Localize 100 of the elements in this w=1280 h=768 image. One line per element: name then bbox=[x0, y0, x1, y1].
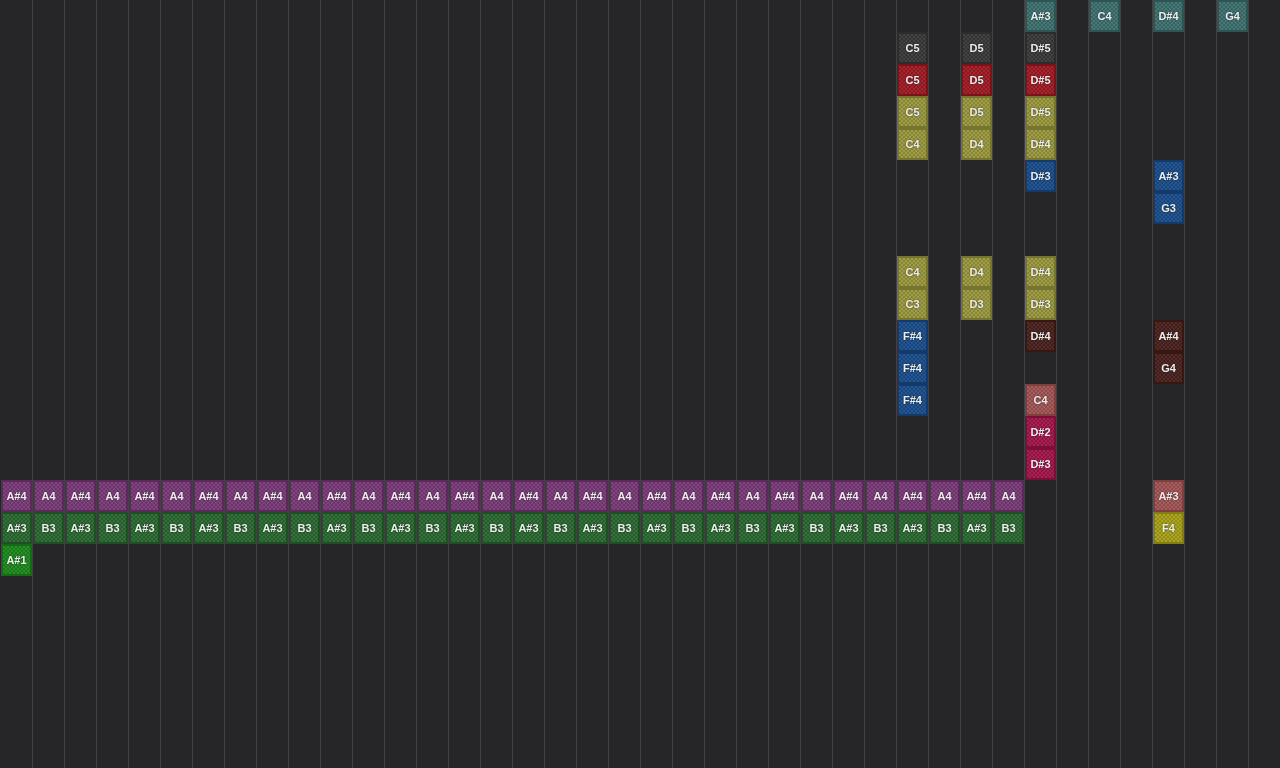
note-block: D#4 bbox=[1025, 256, 1056, 288]
note-block: A#3 bbox=[705, 512, 736, 544]
note-block: B3 bbox=[161, 512, 192, 544]
note-block: B3 bbox=[993, 512, 1024, 544]
note-block: C4 bbox=[1025, 384, 1056, 416]
note-block: A#3 bbox=[129, 512, 160, 544]
note-block: G4 bbox=[1153, 352, 1184, 384]
note-block: A#3 bbox=[577, 512, 608, 544]
note-block: A4 bbox=[673, 480, 704, 512]
note-block: A#4 bbox=[65, 480, 96, 512]
note-block: B3 bbox=[33, 512, 64, 544]
note-block: A#4 bbox=[385, 480, 416, 512]
note-block: C4 bbox=[1089, 0, 1120, 32]
note-block: A#3 bbox=[321, 512, 352, 544]
note-block: A4 bbox=[353, 480, 384, 512]
note-block: G4 bbox=[1217, 0, 1248, 32]
note-block: A4 bbox=[545, 480, 576, 512]
note-block: A#3 bbox=[1, 512, 32, 544]
note-block: A#4 bbox=[961, 480, 992, 512]
note-block: B3 bbox=[481, 512, 512, 544]
note-block: D#2 bbox=[1025, 416, 1056, 448]
note-block: A4 bbox=[225, 480, 256, 512]
note-block: D#5 bbox=[1025, 96, 1056, 128]
note-block: C5 bbox=[897, 96, 928, 128]
note-block: B3 bbox=[737, 512, 768, 544]
note-block: A#3 bbox=[897, 512, 928, 544]
note-block: G3 bbox=[1153, 192, 1184, 224]
note-block: B3 bbox=[417, 512, 448, 544]
note-block: A#4 bbox=[769, 480, 800, 512]
note-block: A#4 bbox=[193, 480, 224, 512]
note-block: D#4 bbox=[1025, 128, 1056, 160]
note-block: A#3 bbox=[449, 512, 480, 544]
note-block: A#4 bbox=[1153, 320, 1184, 352]
note-block: A#3 bbox=[833, 512, 864, 544]
note-block: B3 bbox=[801, 512, 832, 544]
note-block: B3 bbox=[609, 512, 640, 544]
note-block: D5 bbox=[961, 96, 992, 128]
note-block: B3 bbox=[673, 512, 704, 544]
note-block: A#3 bbox=[193, 512, 224, 544]
note-block: A#3 bbox=[513, 512, 544, 544]
note-block: D4 bbox=[961, 128, 992, 160]
note-block: A#3 bbox=[769, 512, 800, 544]
note-block: A#4 bbox=[513, 480, 544, 512]
note-block: D#4 bbox=[1153, 0, 1184, 32]
note-block: B3 bbox=[97, 512, 128, 544]
note-block: A#4 bbox=[257, 480, 288, 512]
note-block: A#3 bbox=[1153, 480, 1184, 512]
note-block: A#3 bbox=[1153, 160, 1184, 192]
note-block: D#5 bbox=[1025, 32, 1056, 64]
note-block: C4 bbox=[897, 128, 928, 160]
note-block: D#5 bbox=[1025, 64, 1056, 96]
note-block: A4 bbox=[929, 480, 960, 512]
note-block: A4 bbox=[993, 480, 1024, 512]
note-block: A#4 bbox=[641, 480, 672, 512]
note-block: F4 bbox=[1153, 512, 1184, 544]
note-block: B3 bbox=[353, 512, 384, 544]
note-block: A#3 bbox=[641, 512, 672, 544]
note-block: C3 bbox=[897, 288, 928, 320]
note-block: A4 bbox=[417, 480, 448, 512]
note-block: A4 bbox=[289, 480, 320, 512]
note-block: A4 bbox=[33, 480, 64, 512]
note-block: A#4 bbox=[129, 480, 160, 512]
note-block: C5 bbox=[897, 32, 928, 64]
note-block: C5 bbox=[897, 64, 928, 96]
note-block: A#3 bbox=[385, 512, 416, 544]
note-block: B3 bbox=[545, 512, 576, 544]
note-block: F#4 bbox=[897, 320, 928, 352]
note-block: D#3 bbox=[1025, 160, 1056, 192]
note-block: A#3 bbox=[65, 512, 96, 544]
note-block: D5 bbox=[961, 64, 992, 96]
note-block: A4 bbox=[609, 480, 640, 512]
note-block: A#4 bbox=[833, 480, 864, 512]
note-block: F#4 bbox=[897, 384, 928, 416]
note-block: A#3 bbox=[257, 512, 288, 544]
note-block: B3 bbox=[865, 512, 896, 544]
note-block: A4 bbox=[481, 480, 512, 512]
note-block: A#4 bbox=[705, 480, 736, 512]
note-block: A#4 bbox=[321, 480, 352, 512]
note-block: A4 bbox=[865, 480, 896, 512]
note-block: B3 bbox=[929, 512, 960, 544]
note-block: A4 bbox=[801, 480, 832, 512]
note-block: A#1 bbox=[1, 544, 32, 576]
note-block: C4 bbox=[897, 256, 928, 288]
note-block: A4 bbox=[161, 480, 192, 512]
note-block: A#4 bbox=[449, 480, 480, 512]
note-block: A4 bbox=[737, 480, 768, 512]
note-block: B3 bbox=[225, 512, 256, 544]
note-block: D4 bbox=[961, 256, 992, 288]
note-block: A#3 bbox=[1025, 0, 1056, 32]
note-block: A#4 bbox=[1, 480, 32, 512]
note-block: A#4 bbox=[897, 480, 928, 512]
note-block: D#3 bbox=[1025, 288, 1056, 320]
note-block: D3 bbox=[961, 288, 992, 320]
note-block: A#4 bbox=[577, 480, 608, 512]
note-block: A4 bbox=[97, 480, 128, 512]
note-block: D#4 bbox=[1025, 320, 1056, 352]
note-block: D5 bbox=[961, 32, 992, 64]
note-block: F#4 bbox=[897, 352, 928, 384]
note-block: B3 bbox=[289, 512, 320, 544]
note-block: A#3 bbox=[961, 512, 992, 544]
